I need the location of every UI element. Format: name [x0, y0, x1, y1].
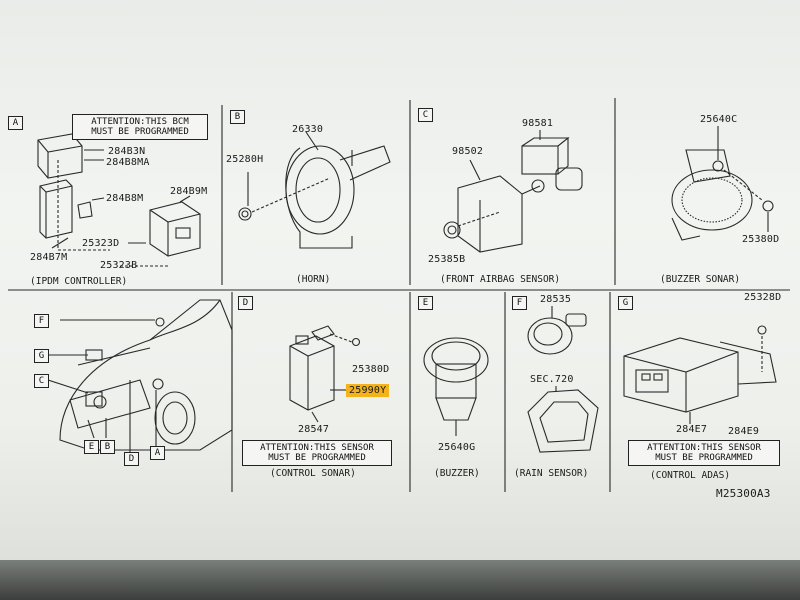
part-25990y-highlighted[interactable]: 25990Y — [346, 384, 390, 397]
section-g-tag: G — [618, 296, 633, 310]
adas-attention-note: ATTENTION:THIS SENSOR MUST BE PROGRAMMED — [628, 440, 780, 466]
sonar-attention-line2: MUST BE PROGRAMMED — [268, 453, 366, 463]
diagram-code: M25300A3 — [716, 487, 771, 500]
sonar-attention-line1: ATTENTION:THIS SENSOR — [260, 443, 374, 453]
section-a-tag: A — [8, 116, 23, 130]
caption-control-sonar: (CONTROL SONAR) — [270, 468, 356, 479]
caption-control-adas: (CONTROL ADAS) — [650, 470, 731, 481]
part-26330[interactable]: 26330 — [292, 124, 324, 135]
part-284b8ma[interactable]: 284B8MA — [106, 157, 150, 168]
car-callout-g[interactable]: G — [34, 349, 49, 363]
caption-front-airbag-sensor: (FRONT AIRBAG SENSOR) — [440, 274, 561, 285]
section-d-tag: D — [238, 296, 253, 310]
adas-attention-line1: ATTENTION:THIS SENSOR — [647, 443, 761, 453]
part-284e7[interactable]: 284E7 — [676, 424, 708, 435]
section-f-tag: F — [512, 296, 527, 310]
part-25385b[interactable]: 25385B — [428, 254, 466, 265]
part-284b9m[interactable]: 284B9M — [170, 186, 208, 197]
bcm-attention-line1: ATTENTION:THIS BCM — [91, 117, 189, 127]
part-284b7m[interactable]: 284B7M — [30, 252, 68, 263]
car-callout-b[interactable]: B — [100, 440, 115, 454]
section-ref-sec720[interactable]: SEC.720 — [530, 374, 574, 385]
part-98581[interactable]: 98581 — [522, 118, 554, 129]
section-c-tag: C — [418, 108, 433, 122]
caption-buzzer-sonar: (BUZZER SONAR) — [660, 274, 741, 285]
caption-buzzer: (BUZZER) — [434, 468, 480, 479]
part-25280h[interactable]: 25280H — [226, 154, 264, 165]
part-25323d[interactable]: 25323D — [82, 238, 120, 249]
car-callout-c[interactable]: C — [34, 374, 49, 388]
section-e-tag: E — [418, 296, 433, 310]
caption-rain-sensor: (RAIN SENSOR) — [514, 468, 589, 479]
car-callout-e[interactable]: E — [84, 440, 99, 454]
caption-ipdm-controller: (IPDM CONTROLLER) — [30, 276, 128, 287]
sonar-attention-note: ATTENTION:THIS SENSOR MUST BE PROGRAMMED — [242, 440, 392, 466]
car-callout-d[interactable]: D — [124, 452, 139, 466]
car-callout-a[interactable]: A — [150, 446, 165, 460]
part-98502[interactable]: 98502 — [452, 146, 484, 157]
part-25640g[interactable]: 25640G — [438, 442, 476, 453]
section-b-tag: B — [230, 110, 245, 124]
part-25323b[interactable]: 25323B — [100, 260, 138, 271]
part-284b8m[interactable]: 284B8M — [106, 193, 144, 204]
bcm-attention-note: ATTENTION:THIS BCM MUST BE PROGRAMMED — [72, 114, 208, 140]
caption-horn: (HORN) — [296, 274, 331, 285]
part-25640c[interactable]: 25640C — [700, 114, 738, 125]
part-28535[interactable]: 28535 — [540, 294, 572, 305]
car-callout-f[interactable]: F — [34, 314, 49, 328]
bcm-attention-line2: MUST BE PROGRAMMED — [91, 127, 189, 137]
part-28547[interactable]: 28547 — [298, 424, 330, 435]
adas-attention-line2: MUST BE PROGRAMMED — [655, 453, 753, 463]
part-25328d[interactable]: 25328D — [744, 292, 782, 303]
part-284e9[interactable]: 284E9 — [728, 426, 760, 437]
part-25380d-control[interactable]: 25380D — [352, 364, 390, 375]
monitor-bezel — [0, 560, 800, 600]
part-25380d-sonar[interactable]: 25380D — [742, 234, 780, 245]
part-284b3n[interactable]: 284B3N — [108, 146, 146, 157]
